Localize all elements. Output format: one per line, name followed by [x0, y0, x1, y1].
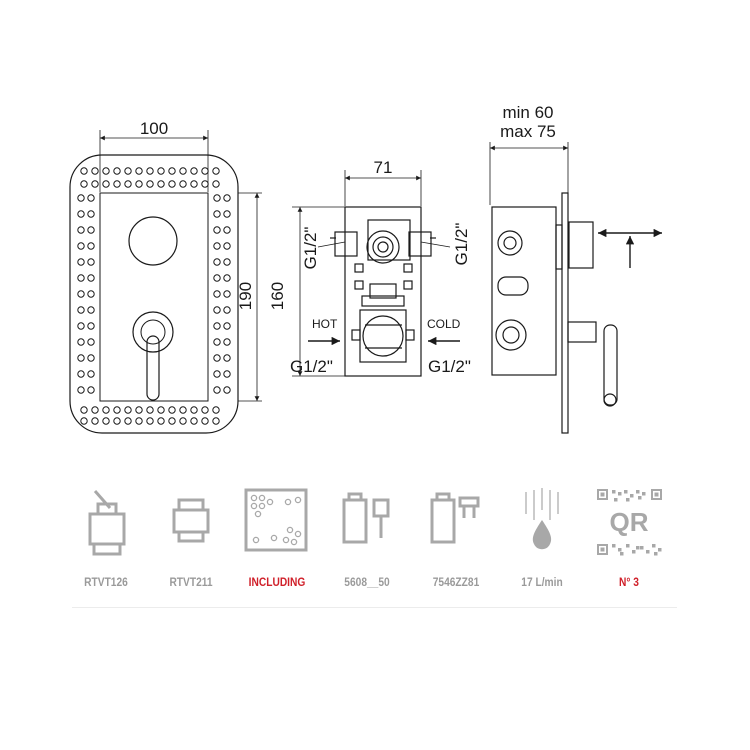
left-port-label: G1/2": [301, 227, 320, 270]
body-box: [344, 206, 422, 377]
body-kit-icon: [342, 492, 390, 544]
feature-label-body-kit-alt: 7546ZZ81: [432, 575, 480, 589]
depth-max-label: max 75: [500, 122, 556, 141]
right-port-label: G1/2": [452, 223, 471, 266]
lever-handle: [146, 335, 160, 401]
feature-label-flow: 17 L/min: [521, 575, 563, 589]
svg-text:QR: QR: [610, 507, 649, 537]
feature-label-qr: N° 3: [619, 575, 639, 589]
feature-label-plate: INCLUDING: [248, 575, 306, 589]
technical-drawing: 100 190 160 71 G1/2": [69, 103, 662, 434]
hot-label: HOT: [312, 317, 338, 331]
wall-plate-edge: [561, 192, 569, 434]
body-width-dimension: 71: [374, 158, 393, 177]
front-width-dimension: 100: [140, 119, 168, 138]
front-outer-height-dimension: 190: [236, 282, 255, 310]
inner-plate: [99, 192, 209, 402]
divider-line: [72, 607, 677, 608]
feature-label-body-kit: 5608__50: [344, 575, 390, 589]
mixer-cartridge: [362, 315, 404, 357]
front-inner-height-dimension: 160: [268, 282, 287, 310]
lever-base: [132, 311, 174, 353]
diverter-cartridge: [366, 230, 400, 264]
plate-dot-pattern: [77, 167, 231, 425]
extension-sleeve-icon: [172, 498, 210, 543]
side-view: [489, 142, 662, 434]
body-kit-alt-icon: [430, 492, 480, 544]
qr-code-icon: QR: [597, 489, 662, 556]
cold-label: COLD: [427, 317, 461, 331]
side-lever: [603, 324, 618, 406]
water-flow-icon: [525, 488, 559, 550]
side-body: [491, 206, 557, 376]
feature-label-sleeve: RTVT211: [169, 575, 213, 589]
feature-label-cartridge: RTVT126: [84, 575, 128, 589]
body-view: [308, 170, 460, 377]
outer-plate: [69, 154, 239, 434]
front-view: [69, 130, 345, 434]
dotted-plate-icon: [244, 488, 308, 552]
cold-port-label: G1/2": [428, 357, 471, 376]
selector-knob: [128, 216, 178, 266]
depth-min-label: min 60: [502, 103, 553, 122]
cartridge-icon: [88, 490, 126, 556]
hot-port-label: G1/2": [290, 357, 333, 376]
